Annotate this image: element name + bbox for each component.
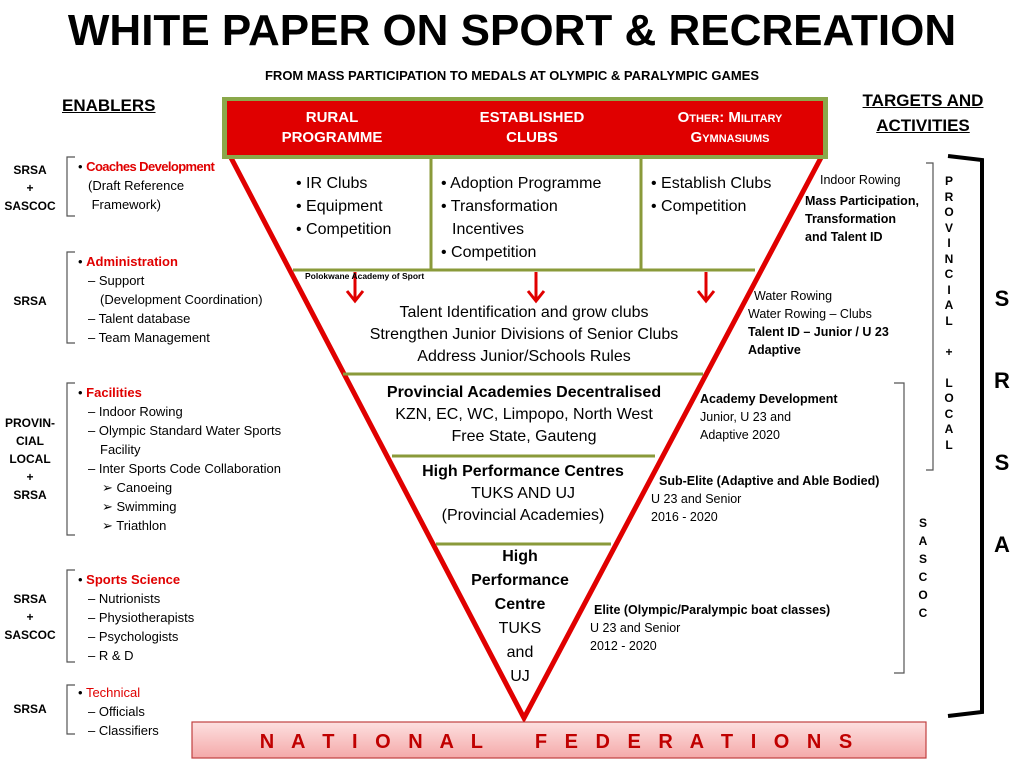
enabler-bracket-4 <box>66 569 75 663</box>
vertical-provincial-letter: L <box>945 437 953 452</box>
enabler-technical: • Technical – Officials – Classifiers <box>78 685 159 738</box>
vertical-provincial-letter: N <box>944 251 954 266</box>
down-arrow-3 <box>696 272 716 304</box>
enabler-bracket-1 <box>66 156 75 217</box>
enabler-bracket-3 <box>66 382 75 536</box>
targets-header: TARGETS AND ACTIVITIES <box>858 88 988 138</box>
enabler-bracket-5 <box>66 684 75 735</box>
top-bar-clubs: ESTABLISHED CLUBS <box>479 109 585 146</box>
vertical-provincial-letter: C <box>944 267 954 281</box>
vertical-srsa-letter: R <box>994 368 1010 393</box>
vertical-sascoc-letter: C <box>918 606 928 620</box>
national-federations-bar <box>191 721 927 759</box>
vertical-provincial-letter: + <box>945 344 953 359</box>
vertical-srsa-letter: S <box>994 286 1010 311</box>
enabler-org-3: PROVIN- CIAL LOCAL + SRSA <box>4 416 55 502</box>
vertical-provincial-letter: O <box>944 205 954 219</box>
top-bar-rural: RURAL PROGRAMME <box>281 109 383 146</box>
down-arrow-1 <box>345 272 365 304</box>
enabler-sports-science: • Sports Science – Nutrionists – Physiot… <box>78 572 195 663</box>
vertical-provincial-letter: V <box>944 220 953 235</box>
vertical-provincial-letter: P <box>944 174 953 188</box>
column-rural: • IR Clubs • Equipment • Competition <box>296 175 392 238</box>
top-bar <box>227 101 823 155</box>
vertical-provincial-letter <box>941 329 957 345</box>
vertical-provincial-letter: L <box>945 375 953 390</box>
enabler-facilities: • Facilities – Indoor Rowing – Olympic S… <box>78 385 282 533</box>
targets-header-line1: TARGETS AND <box>862 91 984 110</box>
column-other: • Establish Clubs • Competition <box>651 175 772 215</box>
enabler-bracket-2 <box>66 251 75 344</box>
target-water-rowing: Water Rowing Water Rowing – Clubs Talent… <box>748 289 889 357</box>
vertical-provincial-letter: C <box>944 406 954 421</box>
enabler-heading-sports-science: Sports Science <box>86 572 181 587</box>
vertical-srsa-letter: S <box>994 450 1010 475</box>
enabler-heading-coaches: Coaches Development <box>86 159 215 174</box>
level-high-performance-centres: High Performance Centres TUKS AND UJ (Pr… <box>422 463 624 524</box>
sascoc-bracket <box>894 382 905 674</box>
national-federations-label: N A T I O N A L F E D E R A T I O N S <box>259 731 859 753</box>
vertical-sascoc-letter: C <box>918 570 928 584</box>
provincial-bracket <box>926 162 934 471</box>
vertical-sascoc-letter: O <box>918 588 928 602</box>
level-talent-id: Talent Identification and grow clubs Str… <box>369 304 679 365</box>
vertical-sascoc-letter: A <box>918 534 928 548</box>
level-high-performance-centre: High Performance Centre TUKS and UJ <box>471 548 569 685</box>
vertical-srsa-letter: A <box>994 532 1010 557</box>
enabler-heading-administration: Administration <box>86 254 178 269</box>
enabler-org-1: SRSA + SASCOC <box>4 163 56 213</box>
page-title: WHITE PAPER ON SPORT & RECREATION <box>67 6 957 55</box>
vertical-provincial-letter: I <box>947 282 951 297</box>
target-mass-participation: Mass Participation, Transformation and T… <box>805 194 919 244</box>
target-academy-development: Academy Development Junior, U 23 and Ada… <box>700 392 838 442</box>
vertical-provincial-letter: A <box>944 298 954 312</box>
top-bar-other: Other: Military Gymnasiums <box>677 109 783 146</box>
enabler-org-2: SRSA <box>13 294 47 308</box>
enabler-heading-facilities: Facilities <box>86 385 142 400</box>
vertical-sascoc-letter: S <box>918 552 927 566</box>
enablers-header: ENABLERS <box>62 96 156 115</box>
vertical-provincial-letter: R <box>944 189 954 204</box>
targets-header-line2: ACTIVITIES <box>876 116 970 135</box>
down-arrow-2 <box>526 272 546 304</box>
enabler-org-5: SRSA <box>13 702 47 716</box>
enabler-coaches: • Coaches Development (Draft Reference F… <box>78 159 215 212</box>
enabler-org-4: SRSA + SASCOC <box>4 592 56 642</box>
target-indoor-rowing: Indoor Rowing <box>820 173 901 187</box>
level-provincial-academies: Provincial Academies Decentralised KZN, … <box>386 384 662 445</box>
vertical-provincial-letter: A <box>944 422 954 436</box>
enabler-heading-technical: Technical <box>85 685 141 700</box>
polokwane-label: Polokwane Academy of Sport <box>305 271 425 281</box>
target-sub-elite: Sub-Elite (Adaptive and Able Bodied) U 2… <box>651 474 880 524</box>
vertical-label-srsa: S R S A <box>988 258 1016 586</box>
vertical-provincial-letter: L <box>945 313 953 328</box>
vertical-provincial-letter <box>941 360 957 376</box>
enabler-administration: • Administration – Support (Development … <box>78 254 263 345</box>
vertical-sascoc-letter: S <box>918 516 927 530</box>
vertical-provincial-letter: O <box>944 391 954 405</box>
column-clubs: • Adoption Programme • Transformation In… <box>441 175 602 261</box>
srsa-bracket <box>947 154 984 718</box>
page-subtitle: FROM MASS PARTICIPATION TO MEDALS AT OLY… <box>264 68 760 83</box>
vertical-provincial-letter: I <box>947 236 951 250</box>
target-elite: Elite (Olympic/Paralympic boat classes) … <box>590 603 831 653</box>
